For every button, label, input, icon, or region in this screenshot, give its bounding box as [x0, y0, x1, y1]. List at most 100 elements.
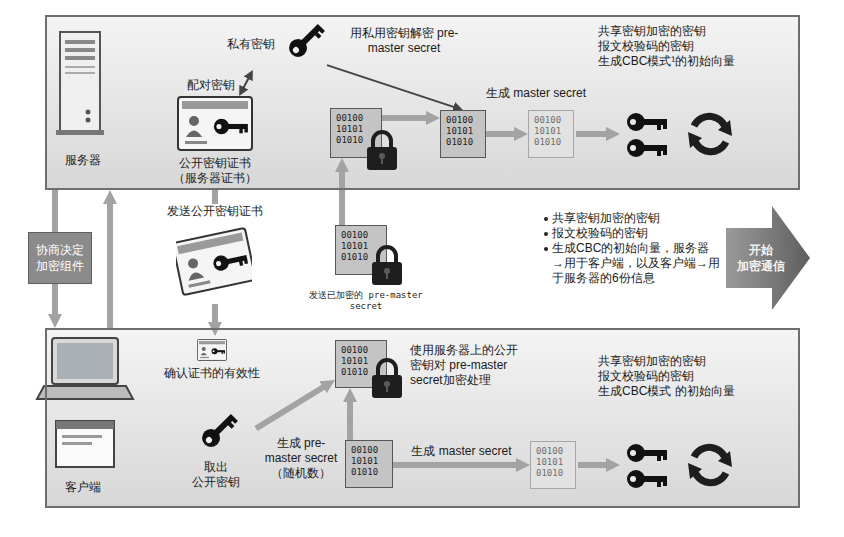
text-label: 00100 10101 01010: [351, 445, 387, 478]
lock-icon: [370, 357, 404, 399]
cardt-icon: [176, 226, 252, 296]
connector-arrow: [212, 304, 218, 326]
card-icon: [177, 96, 253, 151]
text-holder: 报文校验码的密钥: [552, 226, 720, 241]
text-label: 00100 10101 01010: [446, 115, 482, 148]
connector-arrow: [242, 75, 250, 90]
connector-arrow: [347, 398, 353, 440]
text-holder: 共享密钥加密的密钥 报文校验码的密钥 生成CBC模式¹的初始向量: [598, 24, 758, 69]
text-label: 00100 10101 01010: [536, 446, 572, 479]
text-label: 公开密钥证书 （服务器证书）: [160, 156, 270, 186]
server-icon: [56, 32, 104, 135]
block-arrow: 开始 加密通信: [726, 206, 810, 310]
text-label: 配对密钥: [185, 78, 237, 93]
text-holder: 用私用密钥解密 pre-master secret: [338, 26, 470, 56]
laptop-icon: [37, 338, 133, 399]
bullet-dot: [544, 217, 548, 251]
connector-arrow: [52, 284, 58, 318]
connector-arrow: [212, 188, 218, 204]
text-holder: 生成CBC的初始向量，服务器→用于客户端，以及客户端→用于服务器的6份信息: [552, 241, 720, 286]
text-holder: 发送公开密钥证书: [158, 204, 272, 219]
text-holder: 开始 加密通信: [732, 242, 790, 274]
text-holder: 发送已加密的 pre-master secret: [304, 290, 428, 312]
card-icon: [197, 338, 227, 362]
text-label: 客户端: [48, 480, 118, 495]
text-holder: 服务器: [48, 153, 118, 168]
text-holder: 公开密钥证书 （服务器证书）: [160, 156, 270, 186]
text-holder: 00100 10101 01010: [446, 115, 482, 148]
encrypted-data: 00100 10101 01010: [335, 340, 387, 388]
text-holder: 00100 10101 01010: [534, 115, 570, 148]
data-box: 00100 10101 01010: [530, 441, 576, 489]
text-label: 开始 加密通信: [732, 242, 790, 274]
text-label: 生成CBC的初始向量，服务器→用于客户端，以及客户端→用于服务器的6份信息: [552, 241, 720, 286]
data-box: 00100 10101 01010: [345, 440, 393, 488]
text-holder: 协商决定 加密组件: [32, 242, 88, 274]
lock-icon: [365, 129, 399, 171]
connector-arrow: [107, 200, 113, 328]
text-holder: 取出 公开密钥: [186, 460, 246, 490]
card-icon: [177, 96, 253, 151]
text-holder: 使用服务器上的公开密钥对 pre-master secret加密处理: [410, 343, 524, 388]
key-icon: [281, 22, 325, 66]
key-icon: [281, 22, 325, 66]
process-box: 协商决定 加密组件: [28, 232, 92, 284]
data-box: 00100 10101 01010: [528, 110, 574, 158]
text-holder: 生成 pre-master secret （随机数）: [262, 436, 340, 481]
text-holder: 00100 10101 01010: [336, 113, 372, 146]
arrow-icon: [726, 206, 810, 310]
connector-arrow: [393, 462, 520, 468]
text-label: 服务器: [48, 153, 118, 168]
text-holder: 共享密钥加密的密钥: [552, 211, 720, 226]
certificate: 公开密钥证书 （服务器证书）: [160, 96, 270, 188]
public-key: 取出 公开密钥: [176, 412, 256, 494]
text-holder: 00100 10101 01010: [341, 230, 377, 263]
connector-arrow: [339, 168, 345, 225]
refresh-icon: [688, 447, 732, 482]
arrow: [578, 465, 610, 466]
encrypted-data: 00100 10101 01010发送已加密的 pre-master secre…: [335, 225, 387, 275]
arrow-icon: [726, 206, 810, 310]
certificate: 发送公开密钥证书: [158, 204, 272, 304]
connector-arrow: [486, 131, 518, 137]
window-icon: [56, 421, 114, 467]
text-label: 确认证书的有效性: [150, 366, 274, 381]
text-label: 共享密钥加密的密钥 报文校验码的密钥 生成CBC模式¹的初始向量: [598, 24, 758, 69]
text-label: 发送已加密的 pre-master secret: [304, 290, 428, 312]
arrow: [576, 134, 610, 135]
key-icon: [194, 412, 238, 456]
key-pair: [627, 113, 667, 157]
text-label: 取出 公开密钥: [186, 460, 246, 490]
text-label: 00100 10101 01010: [336, 113, 372, 146]
text-label: 00100 10101 01010: [341, 230, 377, 263]
text-label: 00100 10101 01010: [534, 115, 570, 148]
certificate: 确认证书的有效性: [150, 336, 274, 388]
text-label: 私有密钥: [205, 37, 275, 52]
refresh-icon: [688, 116, 732, 151]
text-label: 00100 10101 01010: [341, 345, 377, 378]
card-icon: [197, 338, 227, 362]
text-holder: 共享密钥加密的密钥 报文校验码的密钥 生成CBC模式 的初始向量: [598, 354, 758, 399]
text-label: 协商决定 加密组件: [32, 242, 88, 274]
text-label: 报文校验码的密钥: [552, 226, 720, 241]
connector-arrow: [327, 65, 457, 108]
key-icon: [194, 412, 238, 456]
data-box: 00100 10101 01010: [440, 110, 486, 158]
lock-icon: [365, 129, 399, 171]
text-holder: 客户端: [48, 480, 118, 495]
text-label: 用私用密钥解密 pre-master secret: [338, 26, 470, 56]
text-label: 发送公开密钥证书: [158, 204, 272, 219]
cardt-icon: [176, 226, 252, 296]
text-holder: 确认证书的有效性: [150, 366, 274, 381]
encrypted-data: 00100 10101 01010: [330, 108, 382, 158]
text-label: 共享密钥加密的密钥: [552, 211, 720, 226]
text-label: 使用服务器上的公开密钥对 pre-master secret加密处理: [410, 343, 524, 388]
text-holder: 配对密钥: [184, 75, 238, 93]
key-pair: [627, 444, 667, 488]
text-holder: 私有密钥: [205, 37, 275, 52]
text-label: 生成 pre-master secret （随机数）: [262, 436, 340, 481]
panel-fill: [45, 328, 800, 508]
text-label: 生成 master secret: [480, 86, 592, 101]
private-key: 私有密钥: [205, 20, 327, 70]
